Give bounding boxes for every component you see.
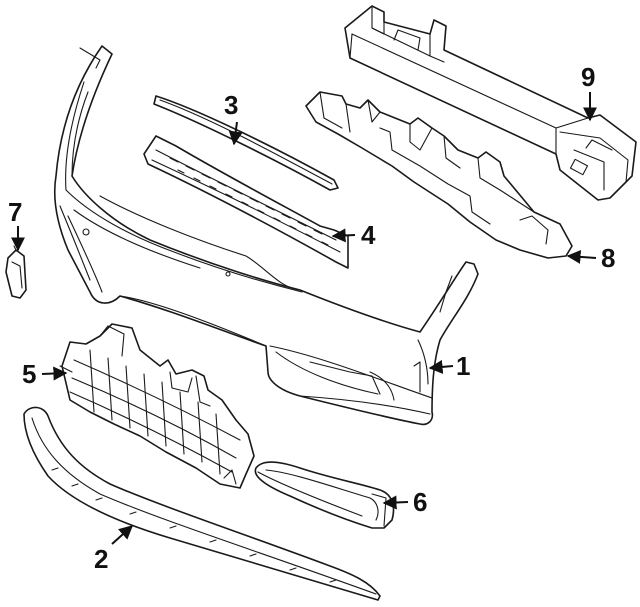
callout-6: 6 <box>413 487 427 517</box>
callout-5: 5 <box>22 359 36 389</box>
callout-1: 1 <box>456 351 470 381</box>
callout-leaders <box>11 92 597 545</box>
leader-6 <box>382 495 409 510</box>
callout-3: 3 <box>224 90 238 120</box>
fog-lamp-bezel <box>254 461 395 529</box>
impact-bar <box>344 5 637 201</box>
upper-grille <box>143 135 349 269</box>
callout-numbers: 3 4 9 8 7 1 5 6 2 <box>8 62 615 574</box>
callout-7: 7 <box>8 197 22 227</box>
grille-slots <box>169 157 329 246</box>
leader-8 <box>566 249 597 264</box>
callout-4: 4 <box>361 220 376 250</box>
leader-5 <box>41 366 68 381</box>
leader-4 <box>331 228 356 243</box>
lower-valance <box>23 406 381 601</box>
side-bracket <box>5 245 27 299</box>
energy-absorber <box>305 91 573 259</box>
bumper-cover <box>53 45 479 426</box>
leader-1 <box>428 359 454 374</box>
upper-molding <box>153 95 339 191</box>
leader-2 <box>111 525 134 545</box>
callout-2: 2 <box>94 544 108 574</box>
leader-3 <box>228 121 243 146</box>
callout-9: 9 <box>581 62 595 92</box>
callout-8: 8 <box>601 243 615 273</box>
grille-carrier <box>59 323 255 489</box>
